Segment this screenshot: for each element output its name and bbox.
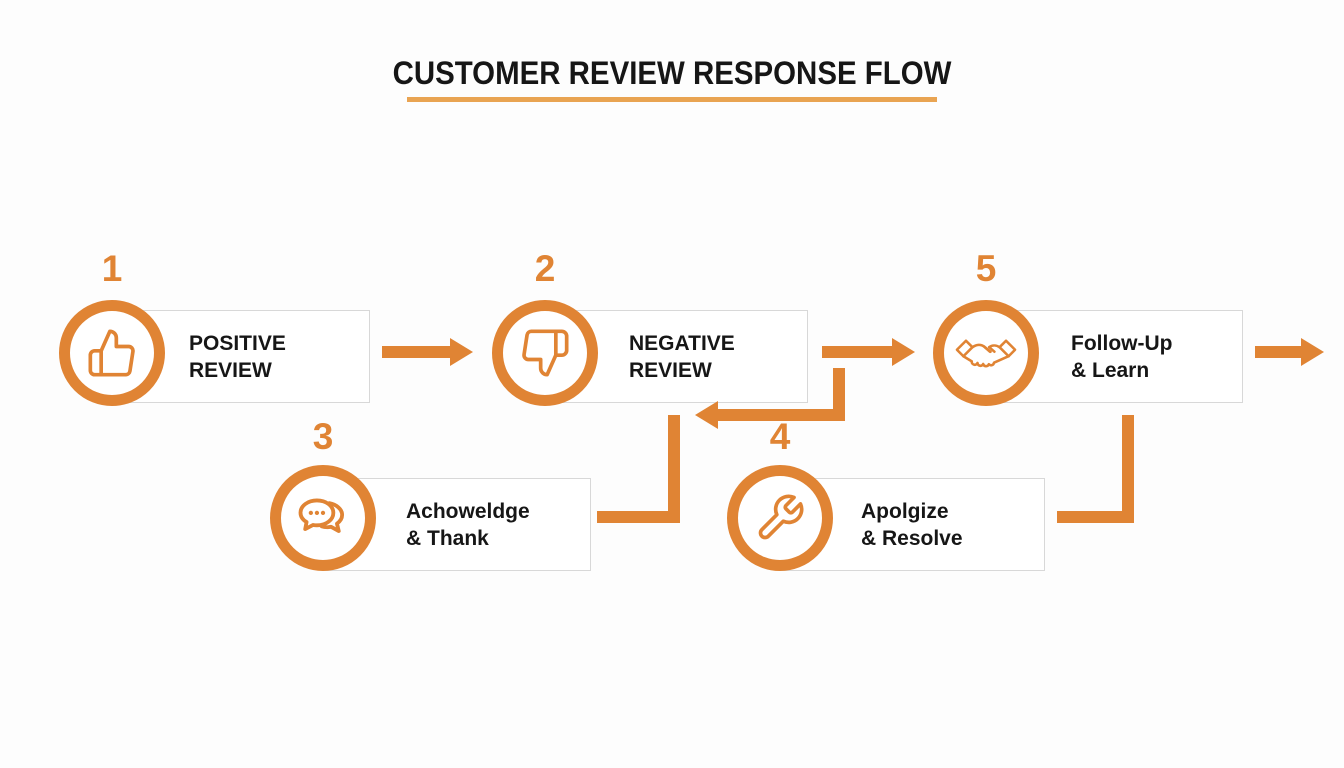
- arrow-1-to-2-shaft: [382, 346, 452, 358]
- step-circle-2: [492, 300, 598, 406]
- step-circle-4: [727, 465, 833, 571]
- step-number-4: 4: [769, 416, 791, 457]
- handshake-icon: [955, 339, 1017, 368]
- arrow-2-to-5-shaft: [822, 346, 894, 358]
- step-circle-5: [933, 300, 1039, 406]
- step-label-line1: Achoweldge: [406, 499, 530, 523]
- step-label-line2: & Resolve: [861, 526, 963, 550]
- step-label: Follow-Up & Learn: [1071, 330, 1172, 384]
- step-label: NEGATIVE REVIEW: [629, 330, 735, 384]
- step-label: POSITIVE REVIEW: [189, 330, 286, 384]
- step-number-3: 3: [312, 416, 334, 457]
- step-label: Apolgize & Resolve: [861, 498, 963, 552]
- page-title: CUSTOMER REVIEW RESPONSE FLOW: [392, 55, 952, 91]
- step-label-line1: POSITIVE: [189, 331, 286, 355]
- thumbs-up-icon: [88, 329, 135, 377]
- step-label-line1: Apolgize: [861, 499, 949, 523]
- step-number-2: 2: [534, 248, 556, 289]
- step-label-line2: & Learn: [1071, 358, 1150, 382]
- step-label-line1: Follow-Up: [1071, 331, 1173, 355]
- connector-3-horizontal: [597, 511, 680, 523]
- step-label-line2: REVIEW: [629, 358, 712, 382]
- step-number-1: 1: [101, 248, 123, 289]
- step-label: Achoweldge & Thank: [406, 498, 530, 552]
- arrow-2-to-5-head: [892, 338, 915, 366]
- step-label-line1: NEGATIVE: [629, 331, 735, 355]
- return-arrow-vertical: [833, 368, 845, 421]
- thumbs-down-icon: [522, 329, 569, 377]
- arrow-1-to-2-head: [450, 338, 473, 366]
- step-box-follow-up-learn: Follow-Up & Learn: [986, 310, 1243, 403]
- arrow-5-exit-shaft: [1255, 346, 1303, 358]
- step-circle-1: [59, 300, 165, 406]
- chat-bubbles-icon: [298, 498, 345, 533]
- connector-4-vertical: [1122, 415, 1134, 523]
- return-arrow-shaft: [716, 409, 845, 421]
- connector-4-horizontal: [1057, 511, 1134, 523]
- arrow-5-exit-head: [1301, 338, 1324, 366]
- step-circle-3: [270, 465, 376, 571]
- title-underline: [407, 97, 937, 102]
- step-label-line2: & Thank: [406, 526, 489, 550]
- wrench-icon: [758, 494, 804, 540]
- return-arrow-head: [695, 401, 718, 429]
- step-number-5: 5: [975, 248, 997, 289]
- connector-3-vertical: [668, 415, 680, 523]
- step-label-line2: REVIEW: [189, 358, 272, 382]
- step-box-negative-review: NEGATIVE REVIEW: [545, 310, 808, 403]
